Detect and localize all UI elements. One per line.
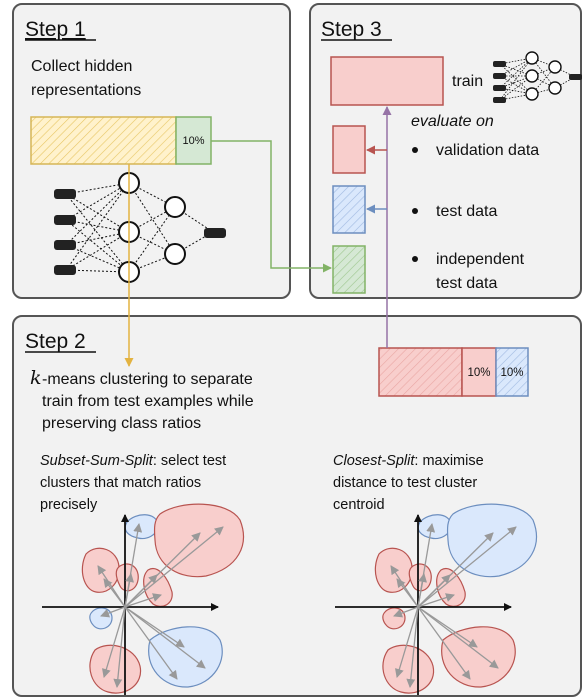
arrow-to-independent-test <box>211 140 332 273</box>
step2-title: Step 2 <box>25 330 86 353</box>
split-pct-a: 10% <box>467 367 490 379</box>
split-bar-test <box>495 347 529 397</box>
cluster-blob-7 <box>148 626 223 688</box>
subset-sum-split-line2: clusters that match ratios <box>40 475 201 491</box>
subset-sum-cluster-plot <box>42 503 244 695</box>
k-symbol: k <box>30 367 42 389</box>
closest-split-line2: distance to test cluster <box>333 475 477 491</box>
evaluate-on-label: evaluate on <box>411 113 494 130</box>
step3-title: Step 3 <box>321 18 382 41</box>
split-bar-validation <box>461 347 497 397</box>
closest-split-line3: centroid <box>333 497 385 513</box>
closest-split-line1: Closest-Split: maximise <box>333 453 484 469</box>
cluster-blob-7 <box>441 626 516 688</box>
step2-line2: train from test examples while <box>42 393 254 410</box>
step3-network-nodes <box>493 51 582 103</box>
centroid-vectors <box>97 523 224 688</box>
independent-test-box <box>332 245 366 294</box>
cluster-blob-6 <box>89 607 113 630</box>
train-bar <box>330 56 444 106</box>
cluster-blob-6 <box>382 607 406 630</box>
centroid-vectors <box>390 523 517 688</box>
bullet-independent-label-2: test data <box>436 275 497 292</box>
representations-bar <box>30 116 177 165</box>
step1-line2: representations <box>31 82 141 99</box>
subset-sum-split-line1: Subset-Sum-Split: select test <box>40 453 226 469</box>
train-label: train <box>452 73 483 90</box>
bullet-independent-label-1: independent <box>436 251 525 268</box>
bullet-validation-label: validation data <box>436 142 539 159</box>
validation-box <box>332 125 366 174</box>
step1-pct-label: 10% <box>182 135 204 147</box>
bullet-test <box>412 208 418 214</box>
step2-line1: -means clustering to separate <box>42 371 253 388</box>
step1-title: Step 1 <box>25 18 86 41</box>
bullet-validation <box>412 147 418 153</box>
bullet-independent <box>412 256 418 262</box>
cluster-blob-8 <box>89 644 142 694</box>
split-bar-train <box>378 347 463 397</box>
step1-line1: Collect hidden <box>31 58 132 75</box>
split-pct-b: 10% <box>500 367 523 379</box>
subset-sum-split-line3: precisely <box>40 497 98 513</box>
bullet-test-label: test data <box>436 203 497 220</box>
step2-line3: preserving class ratios <box>42 415 201 432</box>
test-box <box>332 185 366 234</box>
closest-split-cluster-plot <box>335 503 537 695</box>
cluster-blob-8 <box>382 644 435 694</box>
